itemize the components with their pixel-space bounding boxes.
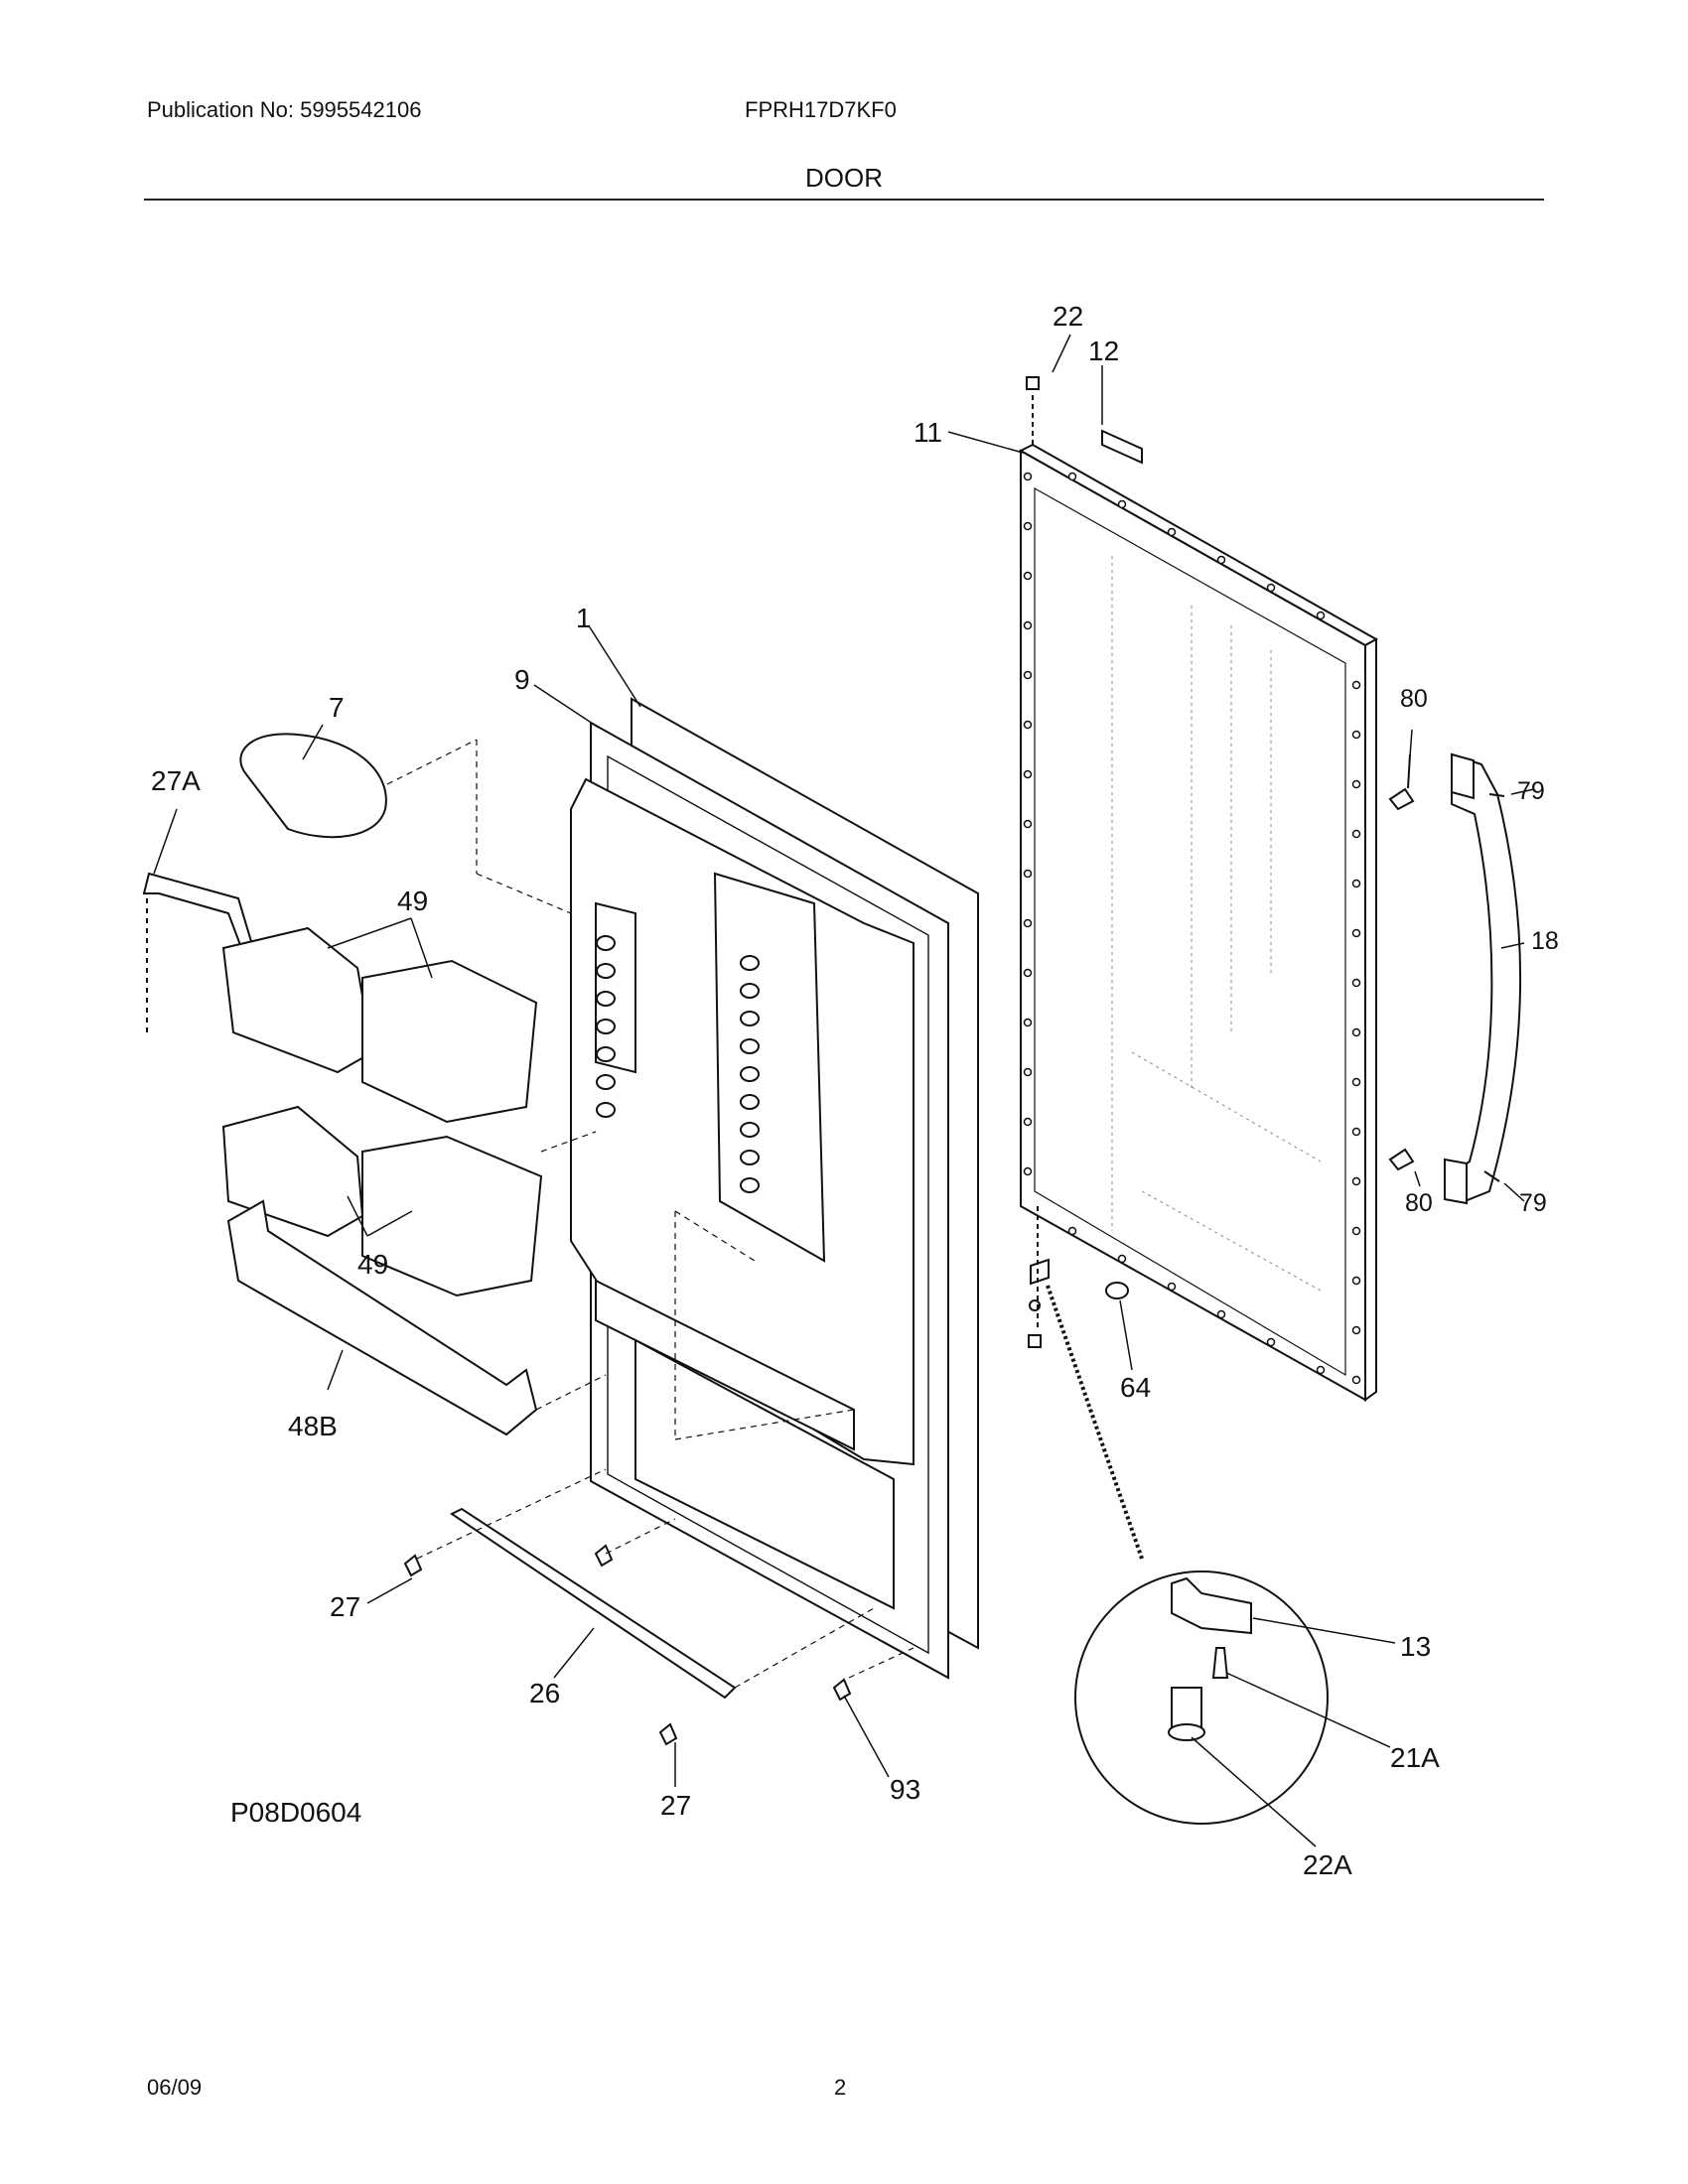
hinge-parts bbox=[1028, 1206, 1329, 1825]
callout-13: 13 bbox=[1400, 1631, 1431, 1662]
callout-12: 12 bbox=[1088, 336, 1119, 366]
leader-lines bbox=[153, 334, 1535, 1847]
callout-27A: 27A bbox=[151, 765, 201, 796]
diagram-id-code: P08D0604 bbox=[230, 1797, 361, 1828]
callout-11: 11 bbox=[914, 417, 942, 448]
callout-22: 22 bbox=[1053, 301, 1083, 332]
callout-79-bottom: 79 bbox=[1519, 1189, 1547, 1217]
callout-93: 93 bbox=[890, 1774, 920, 1805]
door-bins bbox=[142, 733, 607, 1436]
publication-date: 06/09 bbox=[147, 2075, 203, 2100]
callout-18: 18 bbox=[1531, 927, 1559, 955]
page-number: 2 bbox=[834, 2075, 847, 2100]
callout-22A: 22A bbox=[1303, 1849, 1352, 1880]
section-title: DOOR bbox=[805, 163, 883, 193]
callout-64: 64 bbox=[1120, 1372, 1151, 1403]
callout-7: 7 bbox=[329, 692, 345, 723]
door-liner bbox=[570, 697, 979, 1680]
door-bottom-parts bbox=[403, 1468, 914, 1746]
callout-49-bottom: 49 bbox=[357, 1249, 388, 1280]
model-number: FPRH17D7KF0 bbox=[745, 97, 897, 122]
callout-27-bottom: 27 bbox=[660, 1790, 691, 1821]
callout-1: 1 bbox=[576, 603, 592, 633]
callout-80-top: 80 bbox=[1400, 685, 1428, 713]
callout-80-bottom: 80 bbox=[1405, 1189, 1433, 1217]
outer-door-panel bbox=[1018, 376, 1379, 1402]
callout-21A: 21A bbox=[1390, 1742, 1440, 1773]
callout-9: 9 bbox=[514, 664, 530, 695]
callout-26: 26 bbox=[529, 1678, 560, 1708]
callout-48B: 48B bbox=[288, 1411, 338, 1441]
callout-49-top: 49 bbox=[397, 886, 428, 916]
callout-79-top: 79 bbox=[1517, 777, 1545, 805]
publication-number: Publication No: 5995542106 bbox=[147, 97, 422, 122]
callout-27-left: 27 bbox=[330, 1591, 360, 1622]
door-handle bbox=[1388, 752, 1522, 1205]
header-divider bbox=[144, 199, 1544, 201]
